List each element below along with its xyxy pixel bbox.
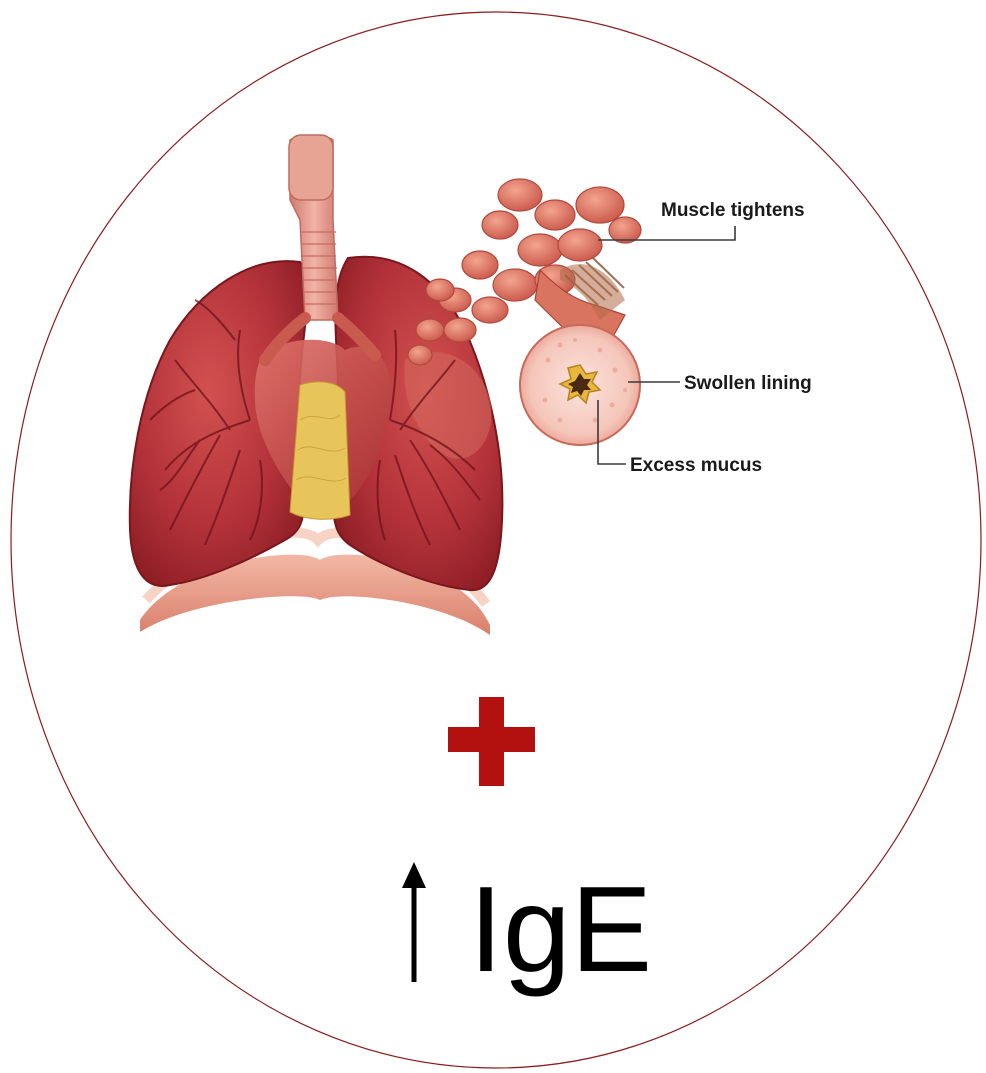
increase-arrow-icon (402, 862, 426, 982)
lungs-illustration (130, 135, 503, 635)
label-excess-mucus: Excess mucus (630, 455, 762, 476)
label-swollen-lining: Swollen lining (684, 373, 812, 394)
ige-label: IgE (469, 861, 652, 997)
plus-icon (448, 697, 535, 786)
mediastinal-tissue (290, 382, 350, 519)
label-muscle-tightens: Muscle tightens (661, 200, 805, 221)
